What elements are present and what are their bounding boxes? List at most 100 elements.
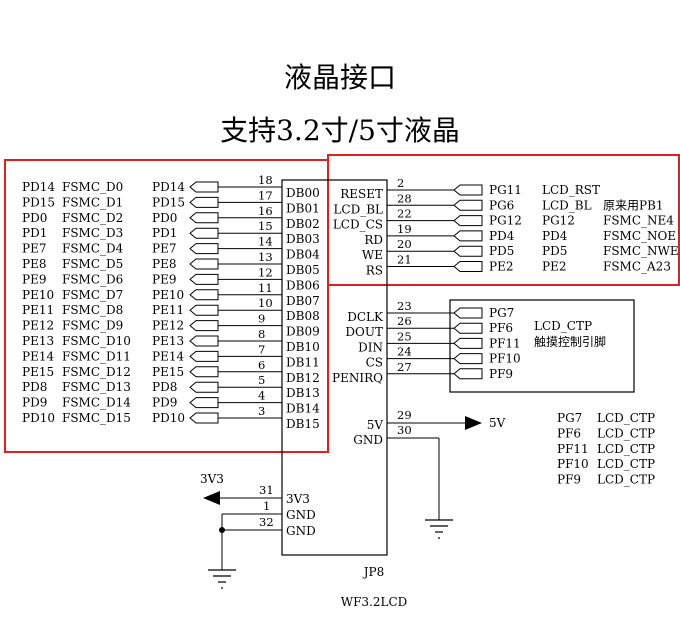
- net-port-flag: [453, 261, 483, 272]
- fsmc-signal: FSMC_D3: [62, 226, 123, 240]
- net-name: PD0: [152, 211, 177, 225]
- pin-label-gnd: GND: [353, 433, 383, 447]
- net-name: PE10: [152, 288, 184, 302]
- pin-number: 21: [397, 253, 412, 267]
- net-port-flag: [453, 307, 483, 319]
- pin-label: WE: [362, 248, 383, 262]
- signal-extra: FSMC_A23: [603, 260, 671, 274]
- legend-name: LCD_CTP: [597, 411, 655, 425]
- schematic-title: 液晶接口: [284, 61, 396, 94]
- net-name: PD8: [152, 380, 177, 394]
- net-port-flag: [189, 243, 219, 255]
- net-port-flag: [453, 337, 483, 349]
- legend-name: LCD_CTP: [597, 473, 655, 487]
- db-label: DB03: [286, 232, 320, 246]
- net-port-flag: [453, 184, 483, 196]
- net-name: PG12: [489, 214, 522, 228]
- pin-number: 23: [397, 299, 412, 313]
- fsmc-signal: FSMC_D4: [62, 242, 124, 256]
- connector-reference: JP8: [362, 565, 385, 579]
- fsmc-signal: FSMC_D14: [62, 396, 131, 410]
- pin-number: 12: [258, 265, 273, 279]
- pin-label-5v: 5V: [367, 418, 384, 432]
- net-name: PD1: [152, 226, 177, 240]
- net-port-flag: [453, 215, 483, 227]
- fsmc-signal: FSMC_D12: [62, 365, 131, 379]
- fsmc-signal: FSMC_D15: [62, 411, 131, 425]
- db-label: DB06: [286, 278, 320, 292]
- legend-port: PF6: [557, 426, 581, 440]
- pin-label: DOUT: [345, 325, 383, 339]
- signal-description: PD5: [542, 244, 567, 258]
- db-label: DB04: [286, 248, 320, 262]
- port-name: PE10: [22, 288, 54, 302]
- net-port-flag: [189, 196, 219, 208]
- pin-number: 8: [258, 327, 265, 341]
- port-name: PE15: [22, 365, 54, 379]
- db-label: DB07: [286, 294, 320, 308]
- net-port-flag: [189, 273, 219, 285]
- net-name: PE15: [152, 365, 184, 379]
- net-name: PD15: [152, 195, 185, 209]
- pin-number: 24: [397, 345, 412, 359]
- control-signals-highlight-box: [327, 154, 680, 286]
- legend-port: PG7: [557, 411, 582, 425]
- port-name: PD0: [22, 211, 47, 225]
- pin-number: 28: [397, 191, 412, 205]
- net-port-flag: [189, 304, 219, 316]
- net-port-flag: [189, 412, 219, 424]
- legend-port: PF10: [557, 457, 589, 471]
- port-name: PE13: [22, 334, 54, 348]
- net-port-flag: [189, 181, 219, 193]
- pin-number-30: 30: [397, 423, 412, 437]
- fsmc-signal: FSMC_D9: [62, 319, 123, 333]
- net-label-3v3: 3V3: [200, 472, 224, 486]
- connector-body: [281, 179, 388, 556]
- power-gnd-30: GND 30: [353, 423, 453, 539]
- pin-number: 10: [258, 296, 273, 310]
- pin-number: 6: [258, 358, 265, 372]
- port-name: PE11: [22, 303, 54, 317]
- touch-note-ctp: LCD_CTP: [534, 319, 592, 333]
- pin-number-1: 1: [263, 499, 270, 513]
- port-name: PE14: [22, 349, 54, 363]
- power-arrow-icon: [465, 416, 482, 430]
- fsmc-signal: FSMC_D2: [62, 211, 123, 225]
- db-label: DB10: [286, 340, 320, 354]
- port-name: PE12: [22, 319, 54, 333]
- fsmc-signal: FSMC_D8: [62, 303, 123, 317]
- net-name: PF6: [489, 321, 513, 335]
- fsmc-signal: FSMC_D1: [62, 195, 123, 209]
- pin-number: 4: [258, 389, 265, 403]
- db-label: DB01: [286, 201, 320, 215]
- net-name: PF9: [489, 367, 513, 381]
- pin-label: DCLK: [347, 310, 384, 324]
- fsmc-signal: FSMC_D10: [62, 334, 131, 348]
- legend-port: PF11: [557, 442, 589, 456]
- signal-description: PD4: [542, 229, 568, 243]
- net-port-flag: [189, 320, 219, 332]
- ground-icon-bottom: [208, 569, 236, 589]
- fsmc-signal: FSMC_D13: [62, 380, 131, 394]
- pin-number: 15: [258, 219, 273, 233]
- pin-number: 22: [397, 207, 412, 221]
- net-port-flag: [189, 227, 219, 239]
